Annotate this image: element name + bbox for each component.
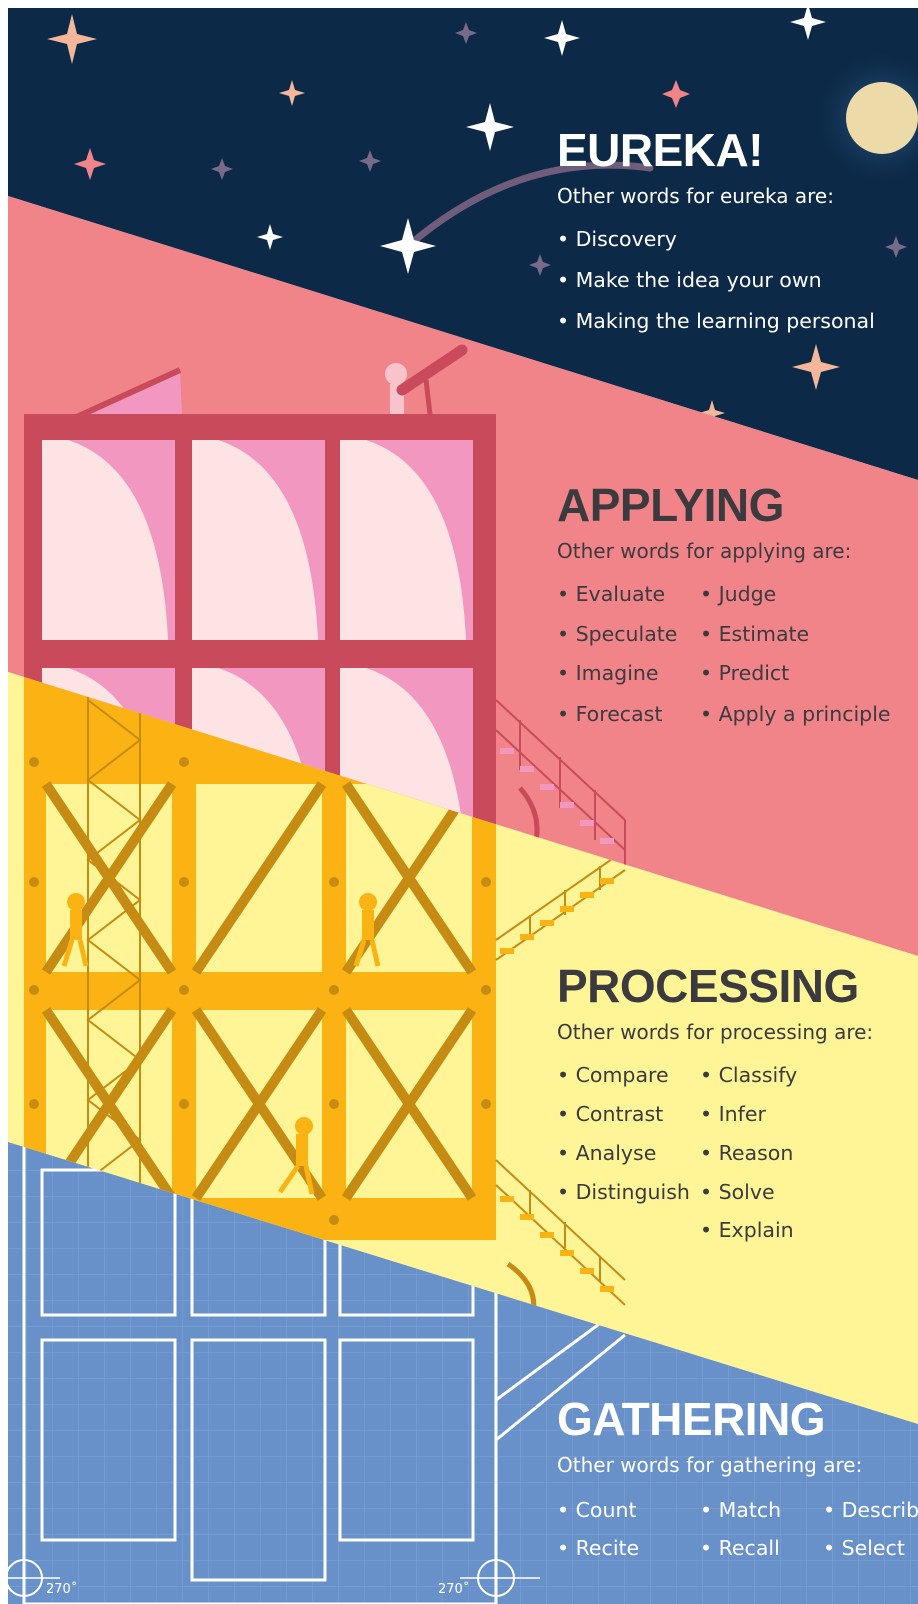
angle-label: 270˚ xyxy=(438,1582,470,1597)
eureka-section: EUREKA! Other words for eureka are: • Di… xyxy=(557,127,917,339)
list-item: • Imagine xyxy=(557,661,659,685)
list-item: • Speculate xyxy=(557,622,678,646)
star-icon xyxy=(885,236,907,258)
list-item: • Analyse xyxy=(557,1141,657,1165)
worker-icon xyxy=(277,1117,315,1195)
list-item: • Contrast xyxy=(557,1102,664,1126)
night-sky-band xyxy=(8,8,918,480)
star-icon xyxy=(662,80,690,108)
list-item: • Count xyxy=(557,1498,637,1522)
star-icon xyxy=(74,148,106,180)
processing-section: PROCESSING Other words for processing ar… xyxy=(557,963,917,1255)
list-item: • Match xyxy=(700,1498,782,1522)
list-item: • Select xyxy=(823,1536,905,1560)
star-icon xyxy=(544,20,580,56)
star-icon xyxy=(790,8,826,40)
list-item: • Estimate xyxy=(700,622,810,646)
section-subtitle: Other words for processing are: xyxy=(557,1020,874,1044)
staircase-icon xyxy=(495,849,626,1306)
star-icon xyxy=(380,218,436,274)
list-item: • Reason xyxy=(700,1141,794,1165)
list-item: • Distinguish xyxy=(557,1180,690,1204)
star-icon xyxy=(359,150,381,172)
list-item: • Apply a principle xyxy=(700,702,891,726)
list-item: • Recall xyxy=(700,1536,780,1560)
list-item: • Describ xyxy=(823,1498,918,1522)
section-title: GATHERING xyxy=(557,1393,826,1445)
scaffold-building xyxy=(24,672,626,1346)
list-item: • Make the idea your own xyxy=(557,268,822,292)
gathering-section: GATHERING Other words for gathering are:… xyxy=(557,1393,918,1568)
section-title: APPLYING xyxy=(557,479,784,531)
applying-section: APPLYING Other words for applying are: •… xyxy=(557,482,917,734)
list-item: • Infer xyxy=(700,1102,766,1126)
list-item: • Compare xyxy=(557,1063,669,1087)
list-item: • Solve xyxy=(700,1180,775,1204)
list-item: • Discovery xyxy=(557,227,677,251)
section-subtitle: Other words for applying are: xyxy=(557,539,852,563)
section-subtitle: Other words for eureka are: xyxy=(557,184,834,208)
star-icon xyxy=(211,158,233,180)
list-item: • Forecast xyxy=(557,702,663,726)
star-icon xyxy=(47,14,97,64)
section-title: PROCESSING xyxy=(557,960,859,1012)
word-list: • Evaluate • Speculate • Imagine • Forec… xyxy=(557,574,917,734)
worker-icon xyxy=(61,893,89,967)
star-icon xyxy=(279,80,305,106)
telescope-icon xyxy=(385,344,468,415)
list-item: • Evaluate xyxy=(557,582,666,606)
star-icon xyxy=(529,254,551,276)
list-item: • Predict xyxy=(700,661,790,685)
list-item: • Judge xyxy=(700,582,777,606)
star-icon xyxy=(466,103,514,151)
word-list: • Discovery • Make the idea your own • M… xyxy=(557,219,917,339)
list-item: • Making the learning personal xyxy=(557,309,875,333)
list-item: • Recite xyxy=(557,1536,640,1560)
section-title: EUREKA! xyxy=(557,124,764,176)
worker-icon xyxy=(353,893,381,967)
star-icon xyxy=(699,400,725,426)
moon-icon xyxy=(846,82,918,154)
angle-label: 270˚ xyxy=(46,1582,78,1597)
section-subtitle: Other words for gathering are: xyxy=(557,1453,863,1477)
word-list: • Compare • Contrast • Analyse • Disting… xyxy=(557,1055,917,1255)
list-item: • Classify xyxy=(700,1063,798,1087)
star-icon xyxy=(792,344,840,390)
shooting-star-icon xyxy=(404,161,654,250)
star-icon xyxy=(257,224,283,250)
word-list: • Count • Recite • Match • Recall • Desc… xyxy=(557,1488,918,1568)
list-item: • Explain xyxy=(700,1218,794,1242)
star-icon xyxy=(455,22,477,44)
